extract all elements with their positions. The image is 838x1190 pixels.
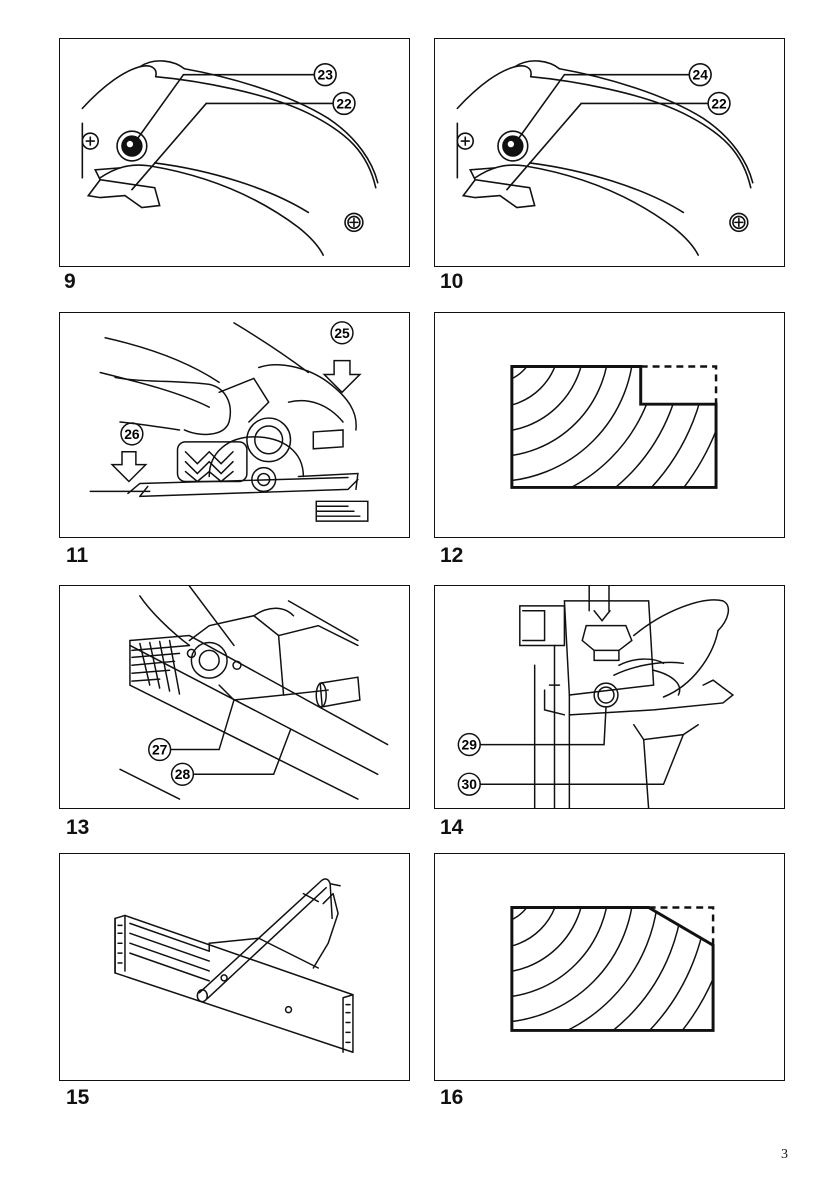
figure-16-panel <box>434 853 785 1081</box>
callout-28: 28 <box>175 766 191 782</box>
callout-24: 24 <box>692 67 708 83</box>
callout-29: 29 <box>462 737 478 753</box>
figure-16-number: 16 <box>440 1086 463 1110</box>
figure-16-illustration <box>435 854 784 1080</box>
callout-30: 30 <box>462 776 478 792</box>
figure-12-panel <box>434 312 785 538</box>
callout-26: 26 <box>124 426 140 442</box>
figure-15-number: 15 <box>66 1086 89 1110</box>
figure-14-number: 14 <box>440 816 463 840</box>
figure-13-number: 13 <box>66 816 89 840</box>
callout-22: 22 <box>336 95 352 111</box>
figure-11-panel: 25 26 <box>59 312 410 538</box>
figure-11-illustration: 25 26 <box>60 313 409 537</box>
figure-10-illustration: 24 22 <box>435 39 784 266</box>
figure-13-illustration: 27 28 <box>60 586 409 808</box>
figure-10-number: 10 <box>440 270 463 294</box>
callout-27: 27 <box>152 741 168 757</box>
callout-23: 23 <box>317 67 333 83</box>
figure-9-number: 9 <box>64 270 76 294</box>
callout-22: 22 <box>711 95 727 111</box>
figure-10-panel: 24 22 <box>434 38 785 267</box>
figure-15-panel <box>59 853 410 1081</box>
figure-9-illustration: 23 22 <box>60 39 409 266</box>
figure-14-panel: 29 30 <box>434 585 785 809</box>
page-number: 3 <box>781 1147 788 1163</box>
figure-15-illustration <box>60 854 409 1080</box>
callout-25: 25 <box>334 325 350 341</box>
figure-12-number: 12 <box>440 544 463 568</box>
figure-13-panel: 27 28 <box>59 585 410 809</box>
figure-14-illustration: 29 30 <box>435 586 784 808</box>
figure-11-number: 11 <box>66 544 88 568</box>
figure-9-panel: 23 22 <box>59 38 410 267</box>
figure-12-illustration <box>435 313 784 537</box>
